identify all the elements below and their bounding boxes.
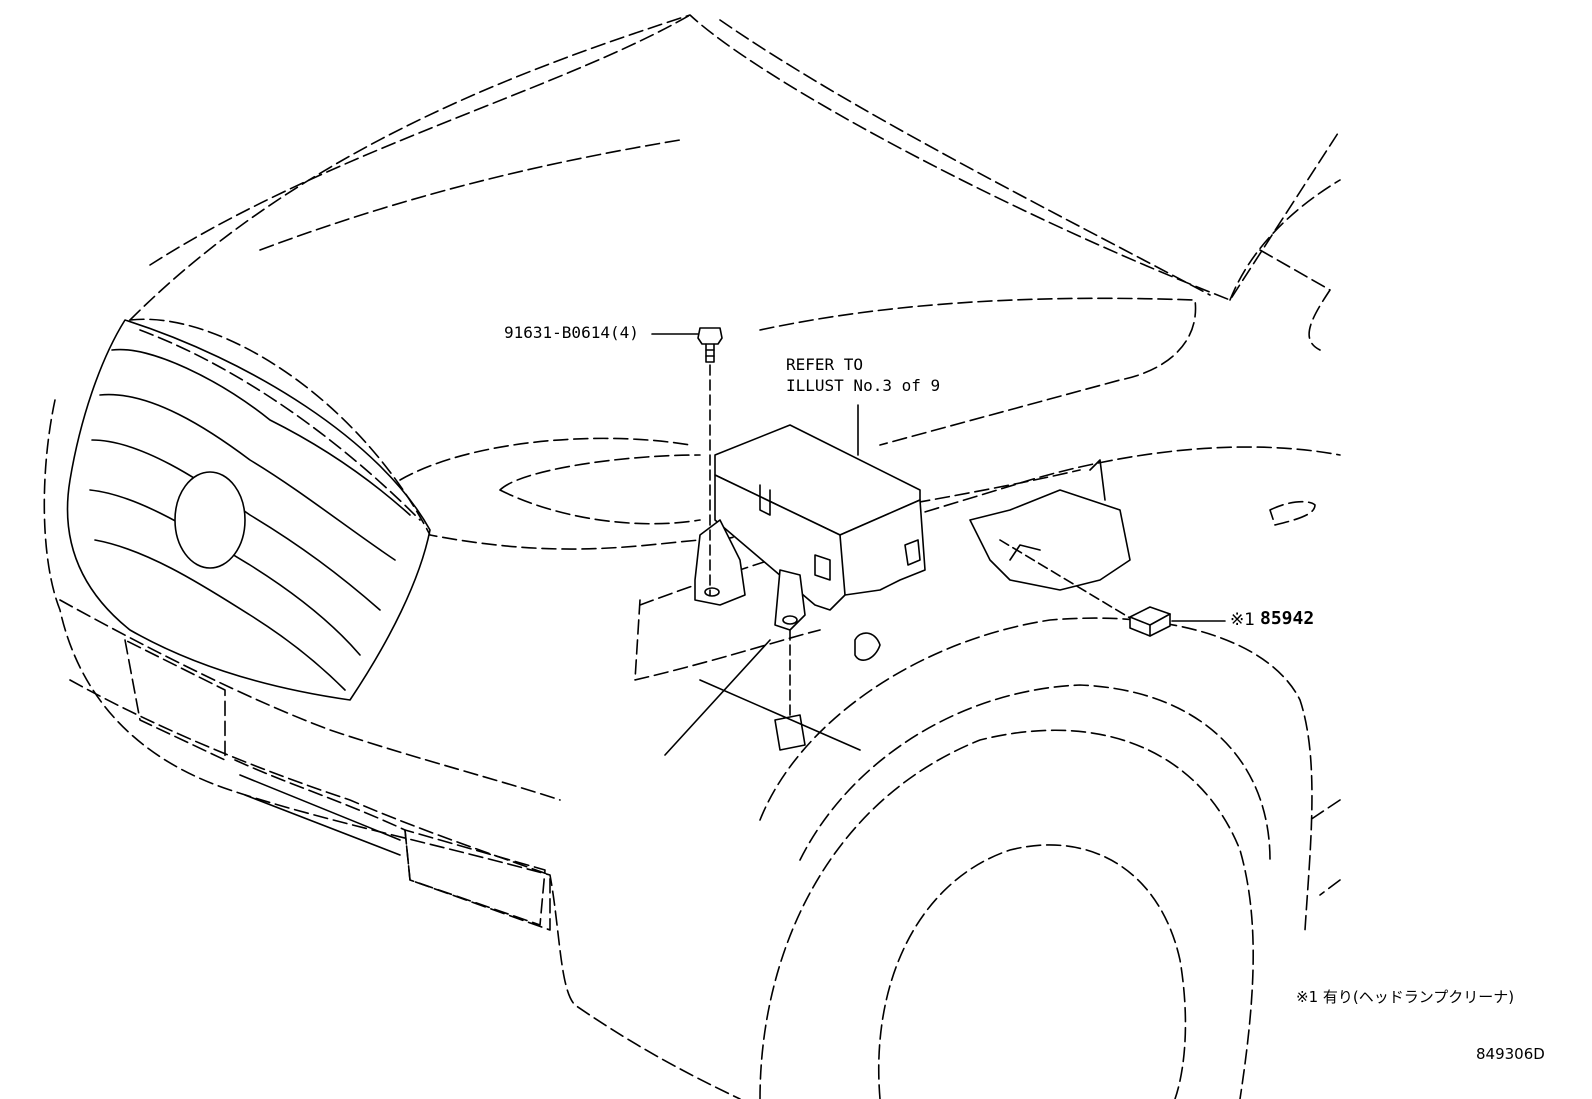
illustration-id: 849306D (1476, 1045, 1545, 1063)
windshield-base (1229, 179, 1341, 301)
relay-block-bracket-right (774, 569, 806, 631)
wheel-arch-inner (799, 684, 1271, 861)
relay-85942 (1129, 606, 1171, 637)
refer-note-line2: ILLUST No.3 of 9 (786, 376, 941, 395)
a-pillar (1259, 249, 1331, 351)
grille-surround (66, 319, 431, 701)
engine-bay-inner-line (664, 639, 861, 756)
relay-block-clip-2 (904, 539, 921, 566)
bumper-outline (43, 399, 741, 1099)
lower-grille (234, 759, 551, 931)
bolt-shank (705, 343, 715, 363)
engine-bay-outline (399, 437, 701, 525)
fog-lamp (404, 829, 546, 926)
tire-inner (878, 844, 1187, 1099)
relay-assembly-line (999, 539, 1131, 619)
hood-rear-line (759, 297, 1197, 446)
bolt-head (697, 327, 723, 345)
hood-lower-crease (259, 139, 681, 251)
door-line (1309, 799, 1341, 896)
bracket-bolt-hole-left (704, 587, 720, 597)
hood-center-crease (719, 19, 1211, 296)
relay-block-clip-3 (814, 554, 831, 581)
bracket-bolt-hole-right (782, 615, 798, 625)
refer-note-line1: REFER TO (786, 355, 864, 374)
hood-front-edge (129, 318, 701, 550)
relay-footnote-mark: ※1 (1230, 610, 1256, 630)
bumper-lower-line (69, 679, 551, 876)
relay-part-number: 85942 (1260, 608, 1315, 629)
lower-mount-block (774, 714, 806, 751)
tire-outer (759, 729, 1254, 1099)
grille-bar-1 (111, 348, 411, 516)
headlamp-recess (634, 599, 821, 681)
horn-clip (854, 632, 881, 661)
hood-outline (129, 14, 1341, 321)
washer-tank-bracket (969, 489, 1131, 591)
bolt-part-number: 91631-B0614(4) (504, 323, 639, 342)
footnote-text: ※1 有り(ヘッドランプクリーナ) (1296, 988, 1515, 1006)
bumper-grille-slat-2 (244, 794, 401, 856)
emblem (174, 471, 246, 569)
license-plate-area (124, 639, 226, 761)
wheel-arch (759, 617, 1313, 931)
grille-bar-4 (89, 489, 361, 656)
grille-bar-3 (91, 439, 381, 611)
bumper-grille-slat-1 (239, 774, 401, 841)
relay-block-bracket-left (694, 519, 746, 606)
relay-85942-top (1129, 613, 1171, 637)
relay-block-face-line (839, 534, 846, 596)
grille-bar-2 (99, 393, 396, 561)
side-mirror (1269, 500, 1316, 526)
relay-block-clip-1 (759, 484, 771, 516)
washer-tank-detail (1009, 459, 1106, 561)
bumper-upper-line (59, 599, 561, 801)
bolt-thread (705, 349, 715, 357)
hood-inner-line (149, 14, 691, 266)
grille-bar-5 (94, 539, 346, 691)
hood-left-fold (139, 329, 421, 521)
